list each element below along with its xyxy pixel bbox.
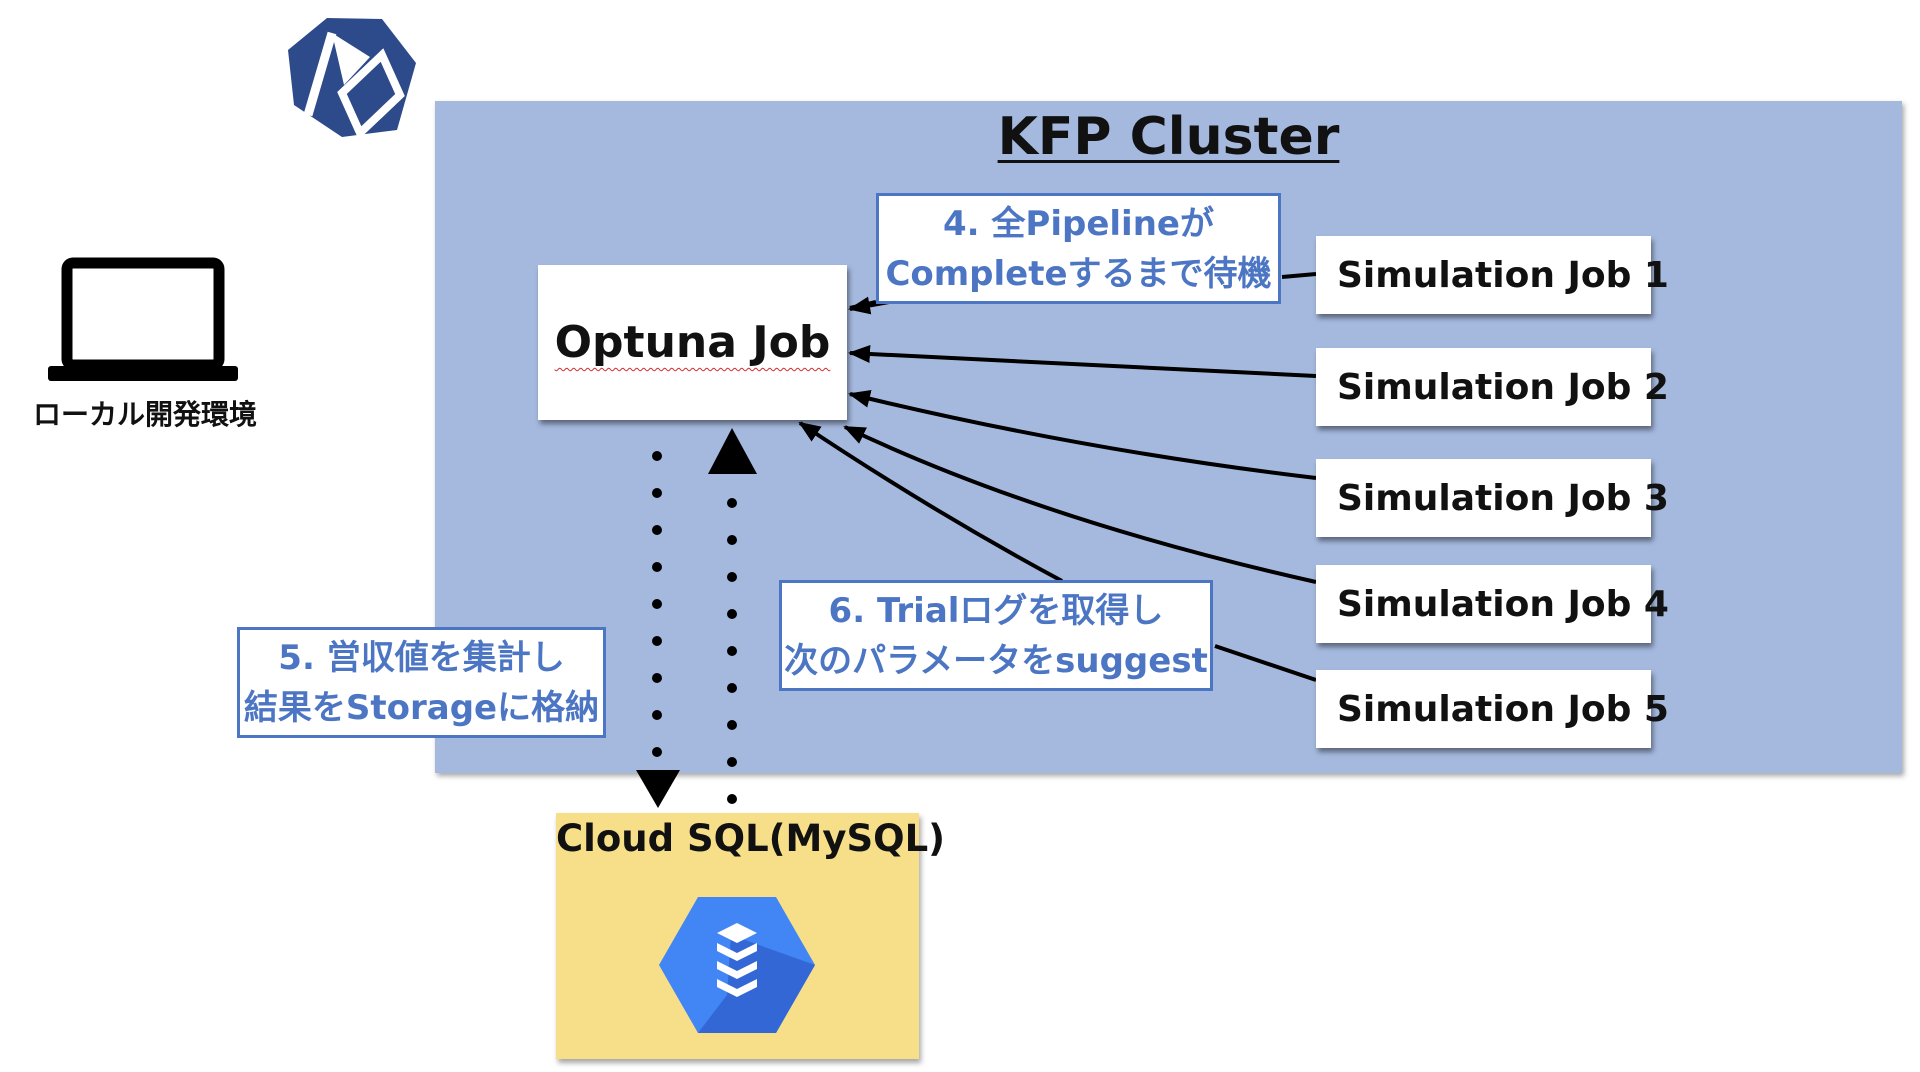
simulation-job-5: Simulation Job 5 [1316,670,1669,748]
simulation-job-2: Simulation Job 2 [1316,348,1669,426]
simulation-job-4: Simulation Job 4 [1316,565,1669,643]
callout-step4: 4. 全Pipelineが Completeするまで待機 [876,193,1281,304]
optuna-job-label: Optuna Job [554,317,831,368]
callout-step5-line2: 結果をStorageに格納 [243,687,600,728]
local-env-label: ローカル開発環境 [32,398,257,431]
optuna-job-node: Optuna Job [538,265,847,420]
cloud-sql-title: Cloud SQL(MySQL) [556,817,946,860]
callout-step5-line1: 5. 営収値を集計し [278,637,565,678]
arrow-head-down [636,770,680,808]
simulation-job-1: Simulation Job 1 [1316,236,1669,314]
callout-step4-line2: Completeするまで待機 [885,253,1272,294]
callout-step6: 6. Trialログを取得し 次のパラメータをsuggest [779,580,1213,691]
callout-step5: 5. 営収値を集計し 結果をStorageに格納 [237,627,606,738]
simulation-job-3: Simulation Job 3 [1316,459,1669,537]
callout-step6-line1: 6. Trialログを取得し [828,590,1164,631]
callout-step6-line2: 次のパラメータをsuggest [784,640,1208,681]
callout-step4-line1: 4. 全Pipelineが [943,203,1214,244]
cluster-title: KFP Cluster [997,107,1340,167]
